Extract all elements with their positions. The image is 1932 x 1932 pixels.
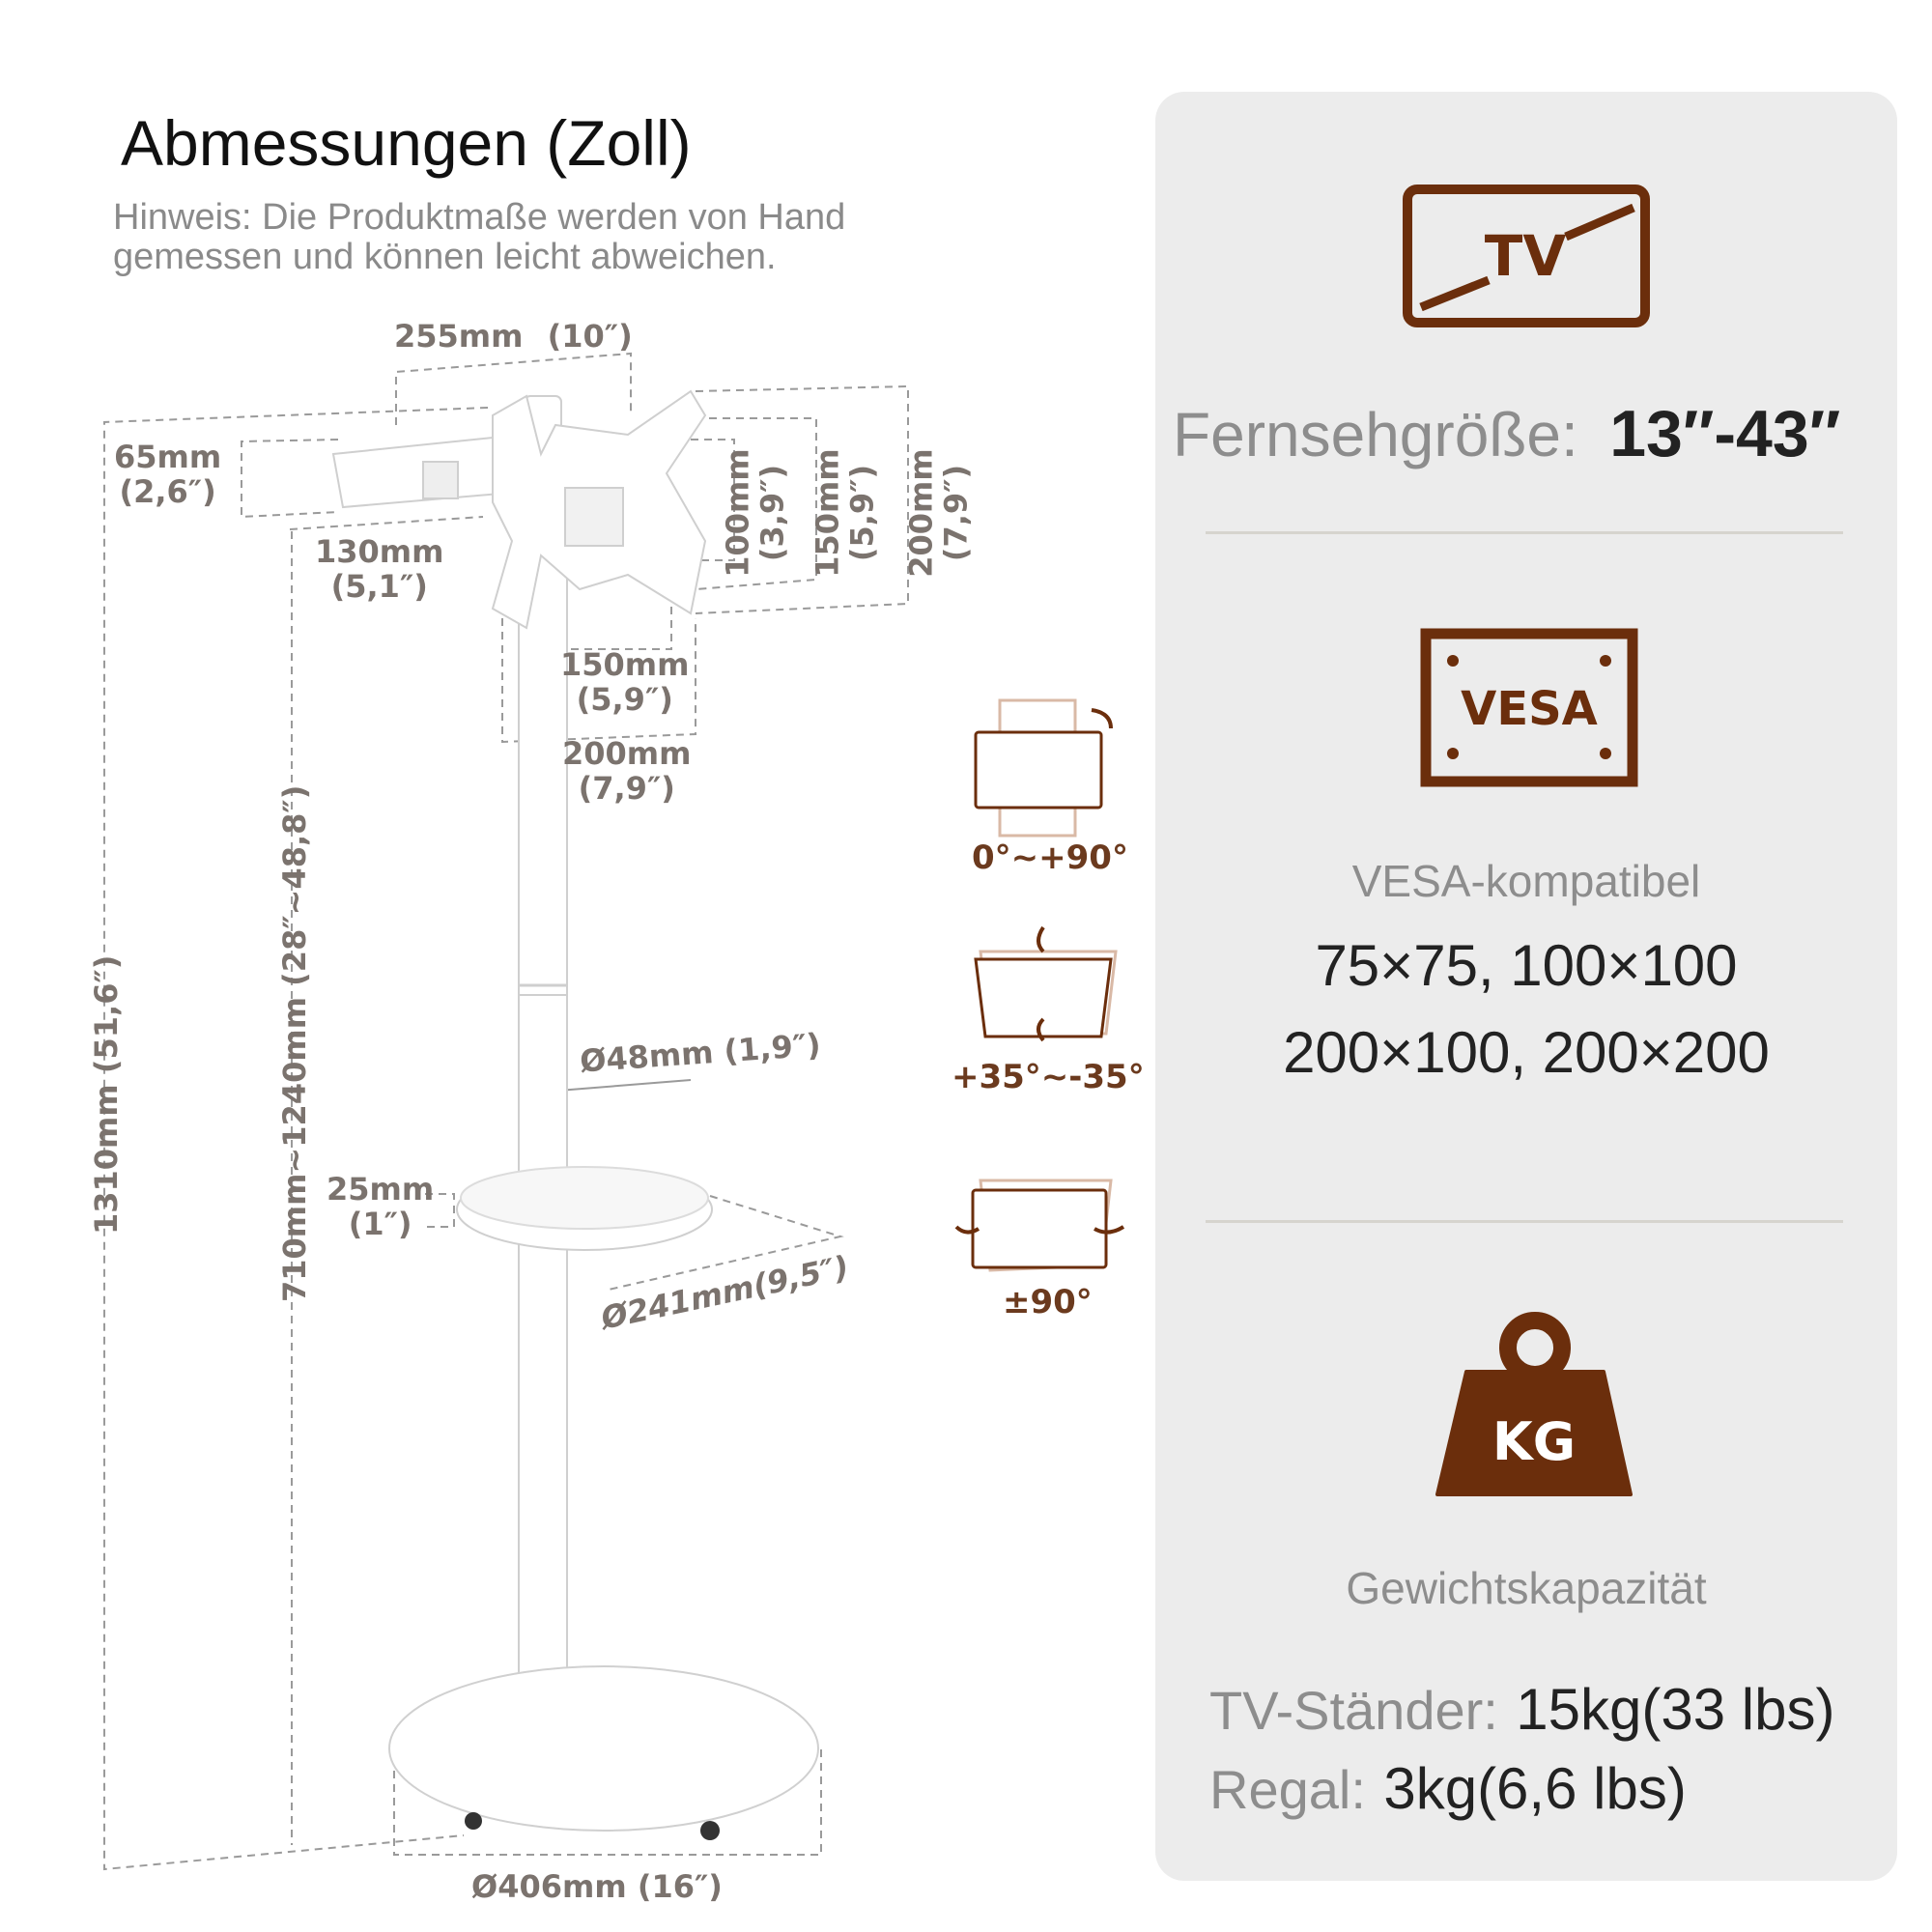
divider [1206, 531, 1843, 534]
page-title: Abmessungen (Zoll) [121, 107, 692, 179]
vesa-icon: VESA [1420, 628, 1638, 787]
tv-icon-label: TV [1485, 223, 1567, 289]
rotate-icon [974, 698, 1113, 838]
dim-vesa-200-horizontal: 200mm(7,9″) [562, 735, 692, 807]
dim-base-diameter: Ø406mm (16″) [471, 1868, 723, 1905]
dim-vesa-150-horizontal: 150mm(5,9″) [560, 646, 690, 718]
tilt-icon [974, 925, 1118, 1042]
shelf-capacity-value: 3kg(6,6 lbs) [1383, 1756, 1687, 1821]
weight-icon: KG [1435, 1312, 1633, 1496]
vesa-sizes-line-2: 200×100, 200×200 [1283, 1020, 1770, 1085]
vesa-sizes-line-1: 75×75, 100×100 [1315, 933, 1738, 998]
swivel-icon [954, 1179, 1125, 1272]
spec-panel: TV Fernsehgröße: 13″-43″ VESA VESA-kompa… [1155, 92, 1897, 1881]
weight-icon-label: KG [1492, 1411, 1576, 1472]
stand-drawing [103, 352, 909, 1871]
stand-capacity-label: TV-Ständer: [1209, 1680, 1498, 1741]
dim-bracket-depth: 65mm(2,6″) [114, 439, 222, 510]
tv-size-row: Fernsehgröße: 13″-43″ [1173, 396, 1840, 471]
dim-shelf-thickness: 25mm(1″) [327, 1171, 435, 1242]
tv-size-label: Fernsehgröße: [1173, 400, 1578, 469]
dim-total-height: 1310mm (51,6″) [88, 954, 125, 1235]
vesa-icon-label: VESA [1461, 682, 1598, 736]
stand-capacity-row: TV-Ständer: 15kg(33 lbs) [1209, 1676, 1834, 1743]
dim-height-range: 710mm~1240mm (28″~48,8″) [276, 784, 313, 1302]
stand-capacity-value: 15kg(33 lbs) [1516, 1677, 1835, 1742]
dim-bracket-offset: 130mm(5,1″) [315, 533, 444, 605]
measurement-note: Hinweis: Die Produktmaße werden von Hand… [113, 197, 846, 277]
shelf-capacity-row: Regal: 3kg(6,6 lbs) [1209, 1755, 1687, 1822]
weight-label: Gewichtskapazität [1346, 1563, 1707, 1613]
tilt-range: +35°~-35° [952, 1058, 1145, 1096]
dim-vesa-200-vertical: 200mm(7,9″) [902, 448, 975, 578]
swivel-range: ±90° [1003, 1283, 1093, 1321]
tv-icon: TV [1403, 185, 1650, 327]
dim-vesa-100: 100mm(3,9″) [719, 448, 791, 578]
divider [1206, 1220, 1843, 1223]
tv-size-value: 13″-43″ [1609, 397, 1841, 470]
dim-top-width: 255mm (10″) [394, 318, 633, 355]
vesa-label: VESA-kompatibel [1351, 856, 1701, 906]
dim-vesa-150-vertical: 150mm(5,9″) [809, 448, 881, 578]
shelf-capacity-label: Regal: [1209, 1759, 1366, 1820]
rotate-range: 0°~+90° [972, 838, 1128, 877]
